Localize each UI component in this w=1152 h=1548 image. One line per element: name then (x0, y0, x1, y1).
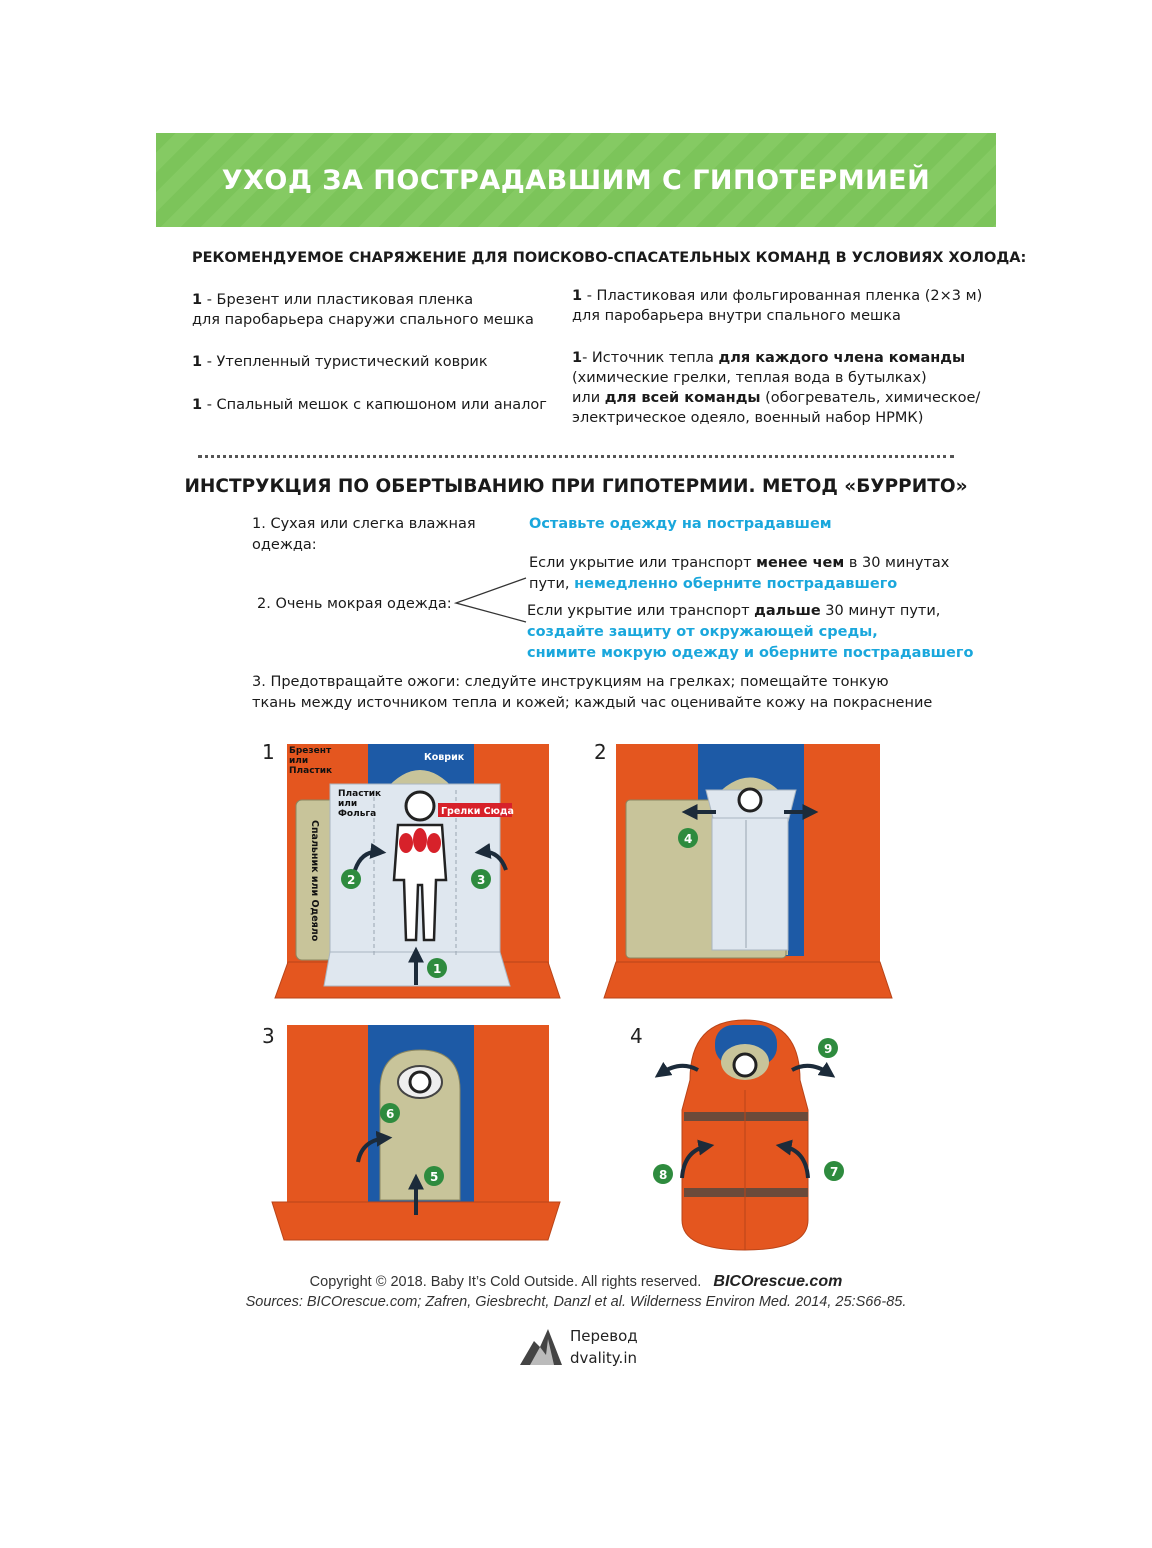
foil-label-3: Фольга (338, 809, 376, 819)
arrow-step-9-left (654, 1061, 699, 1078)
step-9-number: 9 (824, 1042, 832, 1056)
step-1-badge (427, 958, 447, 978)
step-3-badge (471, 869, 491, 889)
arrow-step-2 (353, 842, 387, 871)
page-title: УХОД ЗА ПОСТРАДАВШИМ С ГИПОТЕРМИЕЙ (221, 164, 931, 196)
arrow-step-7 (775, 1139, 810, 1179)
arrow-step-8 (680, 1139, 715, 1179)
arrow-step-6 (356, 1130, 393, 1163)
step-2-badge (341, 869, 361, 889)
step-4-badge (678, 828, 698, 848)
equipment-item-tarp: 1 - Брезент или пластиковая пленка для п… (192, 292, 534, 328)
branch-lines (453, 577, 527, 623)
site-link[interactable]: BICOrescue.com (713, 1273, 843, 1290)
step-3-number: 3 (477, 873, 485, 887)
patient-figure (392, 790, 448, 942)
panel-number-2: 2 (594, 740, 607, 764)
panel-3: 6 5 (271, 1025, 561, 1241)
equipment-item-bag: 1 - Спальный мешок с капюшоном или анало… (192, 397, 547, 413)
panel-4: 9 8 7 (653, 1019, 844, 1251)
arrow-step-9-right (791, 1061, 836, 1078)
mountain-logo-icon (520, 1329, 562, 1365)
dotted-divider (198, 455, 954, 458)
item2-label: 2. Очень мокрая одежда: (257, 596, 452, 612)
panel-1: Грелки Сюда Брезент или Пластик Коврик П… (274, 744, 561, 999)
step-6-number: 6 (386, 1107, 394, 1121)
burrito-wrap-diagram: Грелки Сюда Брезент или Пластик Коврик П… (271, 744, 893, 1251)
equipment-heading: РЕКОМЕНДУЕМОЕ СНАРЯЖЕНИЕ ДЛЯ ПОИСКОВО-СП… (192, 250, 1027, 266)
panel-number-1: 1 (262, 740, 275, 764)
item3-text: 3. Предотвращайте ожоги: следуйте инстру… (252, 674, 933, 711)
tarp-front-flap-2 (603, 961, 893, 999)
step-4-number: 4 (684, 832, 692, 846)
panel-2: 4 (603, 744, 893, 999)
tarp-label-2: или (289, 756, 308, 766)
tarp-front-flap-3 (271, 1201, 561, 1241)
item1-action: Оставьте одежду на пострадавшем (529, 516, 832, 532)
foil-wrapped (711, 817, 789, 951)
step-8-badge (653, 1164, 673, 1184)
strap-top (684, 1112, 808, 1121)
step-5-number: 5 (430, 1170, 438, 1184)
step-7-number: 7 (830, 1165, 838, 1179)
heat-label-bg (438, 803, 512, 817)
foil-label-2: или (338, 799, 357, 809)
item2-option-near: Если укрытие или транспорт менее чем в 3… (529, 555, 950, 592)
sources-line: Sources: BICOrescue.com; Zafren, Giesbre… (245, 1294, 907, 1310)
instructions-heading: ИНСТРУКЦИЯ ПО ОБЕРТЫВАНИЮ ПРИ ГИПОТЕРМИИ… (184, 476, 968, 497)
tarp-label-3: Пластик (289, 766, 332, 776)
equipment-item-mat: 1 - Утепленный туристический коврик (192, 354, 488, 370)
foil-label-1: Пластик (338, 789, 381, 799)
arrow-step-3 (474, 842, 508, 871)
equipment-item-foil: 1 - Пластиковая или фольгированная пленк… (572, 288, 983, 324)
step-6-badge (380, 1103, 400, 1123)
mat-label: Коврик (424, 752, 465, 763)
step-8-number: 8 (659, 1168, 667, 1182)
equipment-item-heat: 1- Источник тепла для каждого члена кома… (572, 350, 981, 426)
copyright-line: Copyright © 2018. Baby It’s Cold Outside… (309, 1273, 843, 1290)
step-5-badge (424, 1166, 444, 1186)
step-2-number: 2 (347, 873, 355, 887)
panel-number-4: 4 (630, 1024, 643, 1048)
tarp-label-1: Брезент (289, 746, 332, 756)
step-9-badge (818, 1038, 838, 1058)
step-7-badge (824, 1161, 844, 1181)
strap-bottom (684, 1188, 808, 1197)
title-banner: УХОД ЗА ПОСТРАДАВШИМ С ГИПОТЕРМИЕЙ (156, 133, 996, 227)
bag-label: Спальник или Одеяло (309, 820, 320, 942)
heat-label: Грелки Сюда (441, 806, 514, 817)
step-1-number: 1 (433, 962, 441, 976)
item2-option-far: Если укрытие или транспорт дальше 30 мин… (527, 603, 974, 661)
panel-number-3: 3 (262, 1024, 275, 1048)
